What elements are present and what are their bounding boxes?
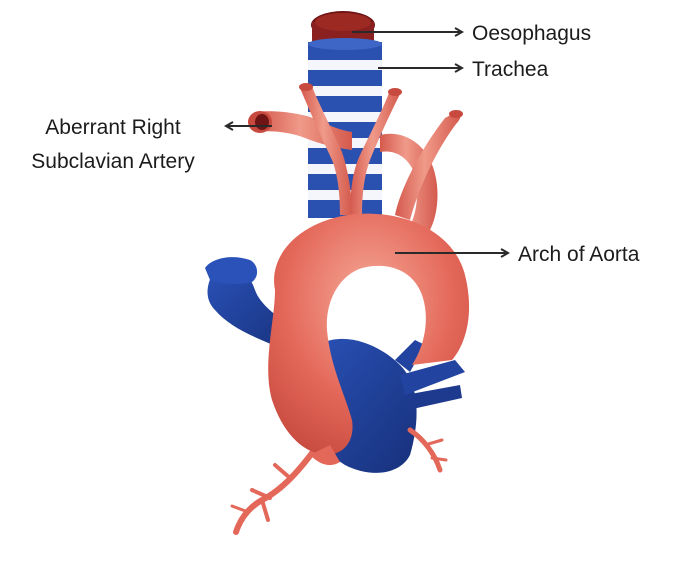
label-oesophagus: Oesophagus (472, 22, 591, 45)
label-trachea: Trachea (472, 58, 549, 81)
label-arch-of-aorta: Arch of Aorta (518, 243, 640, 266)
label-aberrant-line2: Subclavian Artery (31, 150, 195, 173)
label-aberrant-line1: Aberrant Right (45, 116, 181, 139)
